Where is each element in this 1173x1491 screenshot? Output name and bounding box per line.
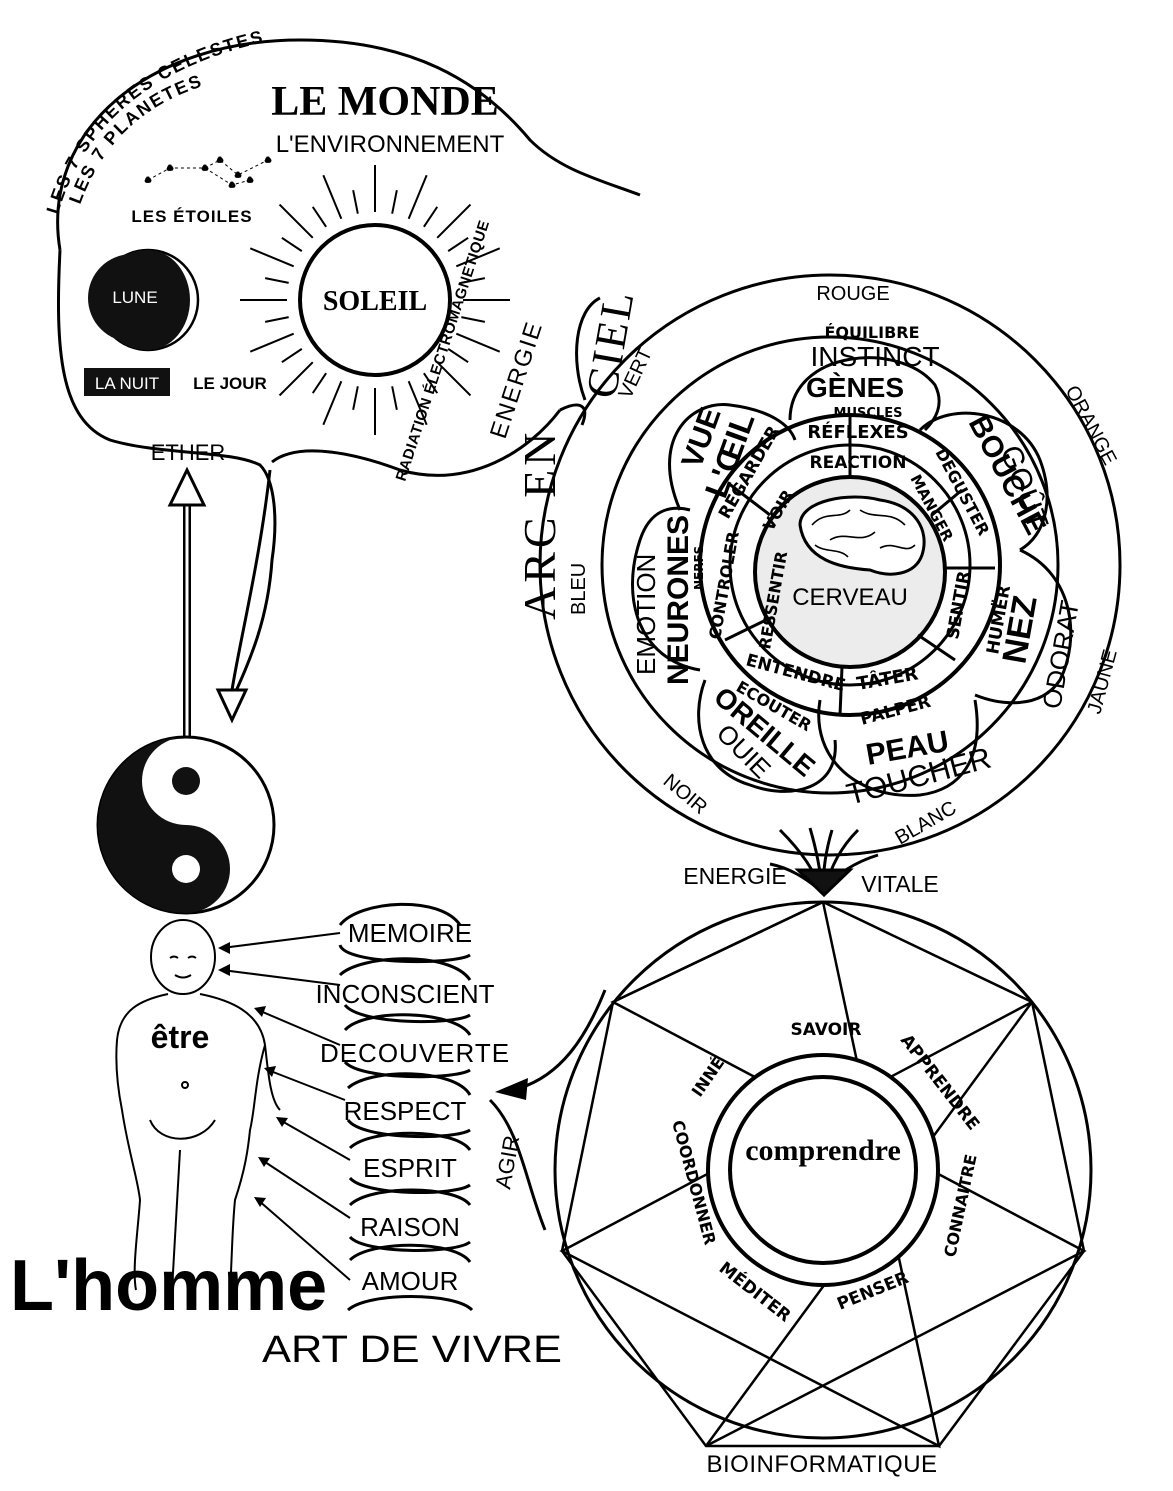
energy-label: ENERGIE bbox=[485, 317, 548, 441]
sun-ray bbox=[423, 206, 439, 228]
color-orange: ORANGE bbox=[1061, 382, 1121, 469]
sun-ray bbox=[391, 189, 398, 214]
ether-label: ETHER bbox=[151, 440, 226, 465]
quality-unconscious: INCONSCIENT bbox=[315, 979, 494, 1009]
rainbow-arc-label: ARC EN bbox=[514, 429, 565, 620]
rainbow-wheel: ARC EN CIEL ROUGE ORANGE JAUNE BLANC NOI… bbox=[514, 273, 1122, 857]
smell-label: ODORAT bbox=[1036, 598, 1085, 711]
sun-ray bbox=[281, 236, 303, 252]
instinct-label: INSTINCT bbox=[810, 341, 939, 372]
sun-ray bbox=[447, 236, 469, 252]
bio-acquaint-label: CONNAITRE bbox=[940, 1153, 980, 1259]
night-badge bbox=[84, 368, 170, 396]
world-title: LE MONDE bbox=[271, 79, 499, 125]
human-title: L'homme bbox=[10, 1246, 327, 1326]
brain-icon bbox=[798, 495, 926, 576]
sun-ray bbox=[407, 174, 428, 220]
control-label: CONTROLER bbox=[705, 530, 743, 641]
bio-know-label: SAVOIR bbox=[791, 1020, 862, 1040]
reaction-label: REACTION bbox=[810, 453, 907, 473]
muscles-label: MUSCLES bbox=[834, 406, 903, 421]
sun-ray bbox=[352, 386, 359, 411]
color-jaune: JAUNE bbox=[1084, 647, 1122, 716]
palpate-label: PALPER bbox=[858, 692, 933, 730]
sun-ray bbox=[461, 277, 486, 284]
sun-ray bbox=[281, 348, 303, 364]
sun-ray bbox=[423, 372, 439, 394]
quality-discovery: DECOUVERTE bbox=[320, 1038, 510, 1068]
balance-label: ÉQUILIBRE bbox=[824, 323, 919, 342]
sun-ray bbox=[447, 348, 469, 364]
night-label: LA NUIT bbox=[95, 374, 159, 393]
sun-ray bbox=[322, 174, 343, 220]
sun-ray bbox=[278, 203, 314, 239]
color-rouge: ROUGE bbox=[816, 283, 889, 305]
sun-ray bbox=[311, 372, 327, 394]
sun-ray bbox=[455, 332, 501, 353]
vital-vitale-label: VITALE bbox=[861, 871, 939, 897]
sun-ray bbox=[264, 277, 289, 284]
sun-ray bbox=[436, 203, 472, 239]
bio-star bbox=[560, 900, 1086, 1448]
moon-label: LUNE bbox=[112, 288, 157, 307]
bio-title: BIOINFORMATIQUE bbox=[706, 1451, 937, 1478]
sun-ray bbox=[249, 247, 295, 268]
sun-ray bbox=[407, 380, 428, 426]
day-label: LE JOUR bbox=[193, 374, 267, 393]
sun-ray bbox=[311, 206, 327, 228]
sun-label: SOLEIL bbox=[323, 286, 427, 317]
genes-label: GÈNES bbox=[806, 372, 904, 403]
color-bleu: BLEU bbox=[568, 563, 590, 615]
neurons-label: NEURONES bbox=[662, 515, 695, 685]
world-outline bbox=[56, 38, 641, 701]
yin-yang-icon bbox=[96, 735, 276, 915]
world-subtitle: L'ENVIRONNEMENT bbox=[276, 131, 505, 158]
color-blanc: BLANC bbox=[892, 797, 961, 849]
ether-connector bbox=[167, 466, 272, 765]
vital-energy-label: ENERGIE bbox=[683, 863, 787, 889]
sun-ray bbox=[461, 316, 486, 323]
sun-ray bbox=[436, 361, 472, 397]
sun-ray bbox=[391, 386, 398, 411]
bio-act-label: AGIR bbox=[490, 1134, 524, 1191]
smell-verb-label: SENTIR bbox=[943, 569, 975, 641]
world-stars-label: LES ÉTOILES bbox=[131, 207, 252, 226]
quality-love: AMOUR bbox=[362, 1266, 459, 1296]
sun-icon bbox=[240, 165, 510, 435]
sun-ray bbox=[322, 380, 343, 426]
bio-wheel: comprendre SAVOIR APPRENDRE CONNAITRE PE… bbox=[488, 900, 1093, 1478]
nerves-label: NERFS bbox=[692, 546, 706, 590]
vital-plant-icon bbox=[769, 827, 879, 898]
quality-spirit: ESPRIT bbox=[363, 1153, 457, 1183]
bio-center-label: comprendre bbox=[745, 1134, 901, 1167]
quality-reason: RAISON bbox=[360, 1212, 460, 1242]
constellation-icon bbox=[144, 156, 272, 189]
reflexes-label: RÉFLEXES bbox=[807, 421, 908, 443]
human-figure: être bbox=[115, 919, 281, 1291]
color-noir: NOIR bbox=[659, 770, 711, 819]
sun-ray bbox=[264, 316, 289, 323]
brain-label: CERVEAU bbox=[792, 584, 908, 611]
sun-ray bbox=[455, 247, 501, 268]
quality-respect: RESPECT bbox=[344, 1096, 467, 1126]
qualities-list: MEMOIRE INCONSCIENT DECOUVERTE RESPECT E… bbox=[218, 902, 510, 1312]
sun-ray bbox=[352, 189, 359, 214]
emotion-label: EMOTION bbox=[631, 554, 661, 675]
sun-ray bbox=[278, 361, 314, 397]
moon-icon bbox=[88, 248, 200, 352]
human-subtitle: ART DE VIVRE bbox=[262, 1329, 562, 1371]
sun-ray bbox=[249, 332, 295, 353]
bio-innate-label: INNÉ bbox=[688, 1054, 729, 1101]
being-label: être bbox=[151, 1019, 210, 1055]
quality-memory: MEMOIRE bbox=[348, 918, 472, 948]
